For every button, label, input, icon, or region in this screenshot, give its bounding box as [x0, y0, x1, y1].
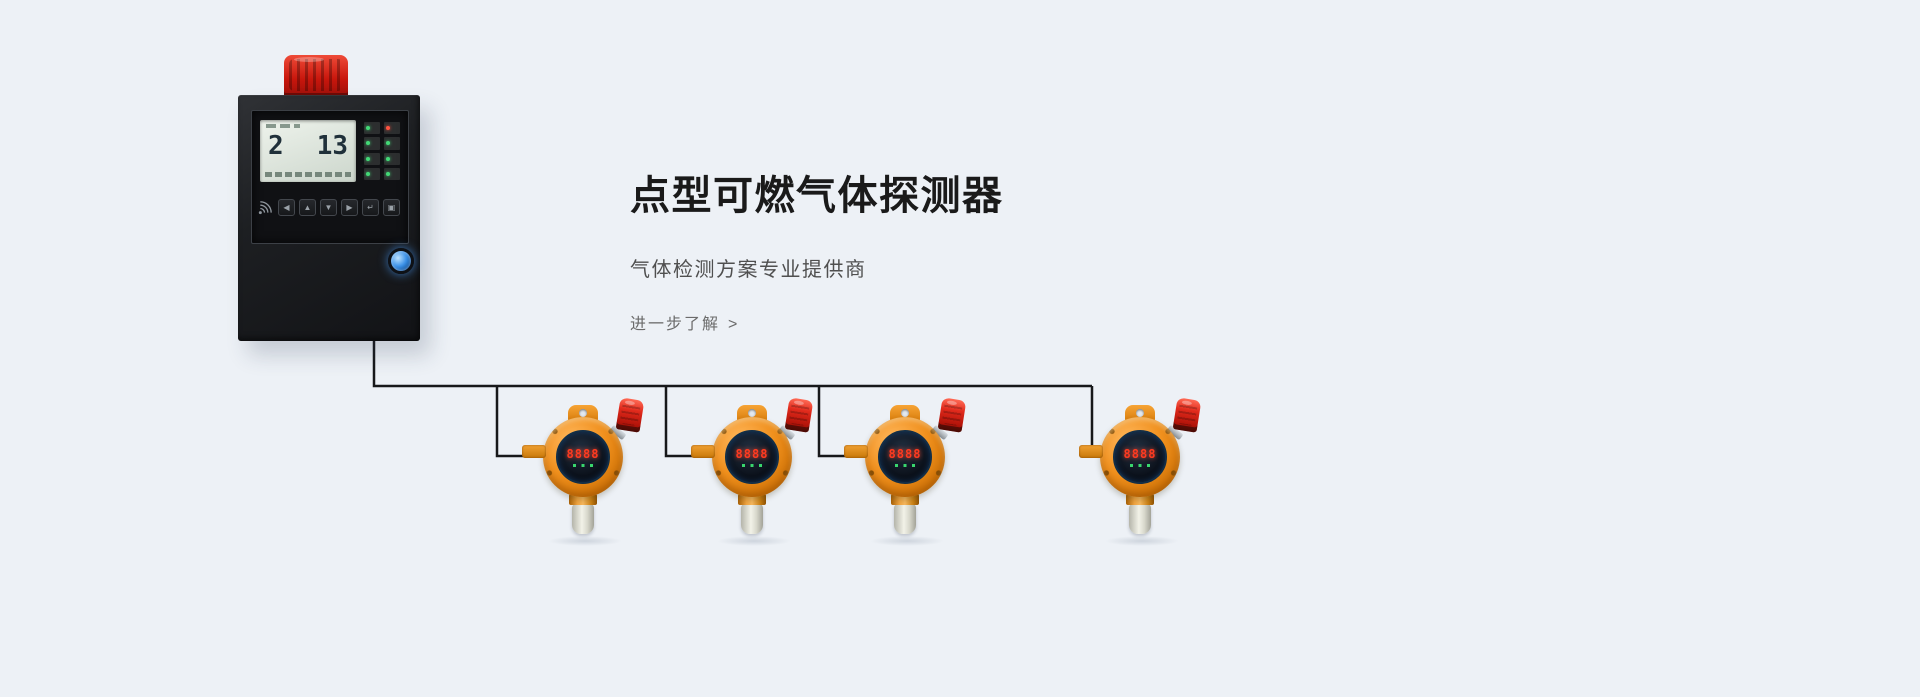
cable-gland: [522, 445, 546, 458]
panel-button-up: ▲: [299, 199, 316, 216]
detector-status-dots: [1130, 464, 1150, 467]
indicator-led: [364, 122, 380, 135]
cable-gland: [844, 445, 868, 458]
detector-status-dots: [895, 464, 915, 467]
detector-alarm-beacon: [784, 397, 814, 433]
detector-led-readout: 8888: [888, 447, 922, 461]
panel-button-menu: ▣: [383, 199, 400, 216]
sensor-head: [741, 504, 763, 534]
detector-alarm-beacon: [1172, 397, 1202, 433]
gas-detector-1: 8888: [518, 397, 648, 546]
detector-led-readout: 8888: [566, 447, 600, 461]
detector-display-face: 8888: [725, 430, 779, 484]
detector-alarm-beacon: [615, 397, 645, 433]
learn-more-label: 进一步了解: [630, 316, 721, 333]
cable-gland: [1079, 445, 1103, 458]
panel-button-down: ▼: [320, 199, 337, 216]
sensor-head: [894, 504, 916, 534]
sound-wave-icon: [258, 201, 272, 215]
sensor-head: [1129, 504, 1151, 534]
lcd-channel-number: 2: [268, 131, 284, 161]
indicator-led: [384, 167, 400, 180]
status-indicator-leds: [362, 120, 402, 182]
indicator-led: [364, 137, 380, 150]
sensor-head: [572, 504, 594, 534]
detector-display-face: 8888: [556, 430, 610, 484]
detector-led-readout: 8888: [1123, 447, 1157, 461]
indicator-led: [364, 152, 380, 165]
gas-detector-3: 8888: [840, 397, 970, 546]
detector-body: 8888: [865, 417, 945, 497]
indicator-led: [364, 167, 380, 180]
detector-display-face: 8888: [1113, 430, 1167, 484]
sensor-nut: [891, 494, 919, 505]
indicator-led: [384, 137, 400, 150]
sensor-nut: [1126, 494, 1154, 505]
detector-alarm-beacon: [937, 397, 967, 433]
panel-button-right: ▶: [341, 199, 358, 216]
sensor-nut: [569, 494, 597, 505]
indicator-led: [384, 122, 400, 135]
panel-button-row: ◀ ▲ ▼ ▶ ↵ ▣: [278, 199, 400, 216]
gas-alarm-controller: 2 13: [238, 55, 420, 341]
sensor-nut: [738, 494, 766, 505]
gas-detector-4: 8888: [1075, 397, 1205, 546]
panel-button-left: ◀: [278, 199, 295, 216]
detector-body: 8888: [543, 417, 623, 497]
cable-gland: [691, 445, 715, 458]
detector-status-dots: [573, 464, 593, 467]
controller-alarm-beacon: [284, 55, 348, 99]
lcd-concentration-value: 13: [316, 131, 348, 161]
detector-led-readout: 8888: [735, 447, 769, 461]
detector-status-dots: [742, 464, 762, 467]
detector-body: 8888: [712, 417, 792, 497]
wire-bus: [372, 338, 1092, 388]
hero-copy: 点型可燃气体探测器 气体检测方案专业提供商 进一步了解 >: [630, 163, 1004, 334]
indicator-led: [384, 152, 400, 165]
learn-more-link[interactable]: 进一步了解 >: [630, 310, 739, 334]
controller-lcd-display: 2 13: [260, 120, 356, 182]
hero-subtitle: 气体检测方案专业提供商: [630, 259, 867, 281]
page-title: 点型可燃气体探测器: [630, 174, 1004, 218]
gas-detector-2: 8888: [687, 397, 817, 546]
controller-power-button: [388, 248, 414, 274]
detector-body: 8888: [1100, 417, 1180, 497]
controller-front-panel: 2 13: [251, 110, 409, 244]
chevron-right-icon: >: [728, 316, 740, 333]
detector-display-face: 8888: [878, 430, 932, 484]
controller-cabinet: 2 13: [238, 95, 420, 341]
panel-button-enter: ↵: [362, 199, 379, 216]
